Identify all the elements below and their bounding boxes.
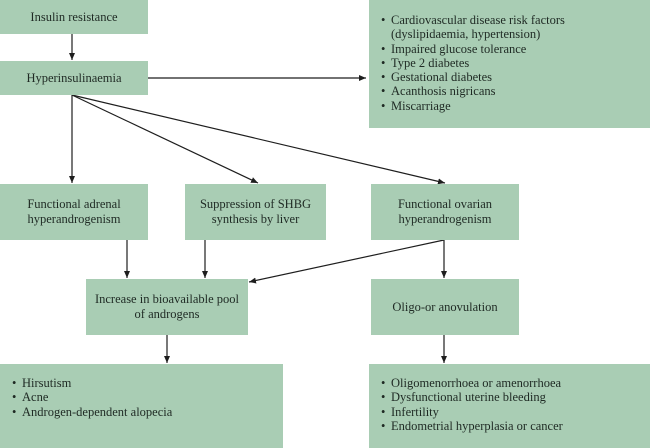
ovulatory-effects-list: Oligomenorrhoea or amenorrhoea Dysfuncti… <box>381 376 650 433</box>
arrow-ovarian-to-increase <box>248 239 445 284</box>
list-item: Gestational diabetes <box>381 70 650 85</box>
node-increase-bioavailable-androgens: Increase in bioavailable pool of androge… <box>86 279 248 335</box>
list-item: Acne <box>12 390 283 405</box>
node-oligo-anovulation: Oligo-or anovulation <box>371 279 519 335</box>
list-item-continuation: (dyslipidaemia, hypertension) <box>391 27 541 42</box>
node-insulin-resistance: Insulin resistance <box>0 0 148 34</box>
list-item: Androgen-dependent alopecia <box>12 405 283 420</box>
node-ovulatory-effects: Oligomenorrhoea or amenorrhoea Dysfuncti… <box>369 364 650 448</box>
node-androgen-effects: Hirsutism Acne Androgen-dependent alopec… <box>0 364 283 448</box>
list-item: Endometrial hyperplasia or cancer <box>381 419 650 434</box>
list-item: Impaired glucose tolerance <box>381 42 650 57</box>
arrow-hyperinsulinaemia-to-shbg <box>71 94 259 184</box>
list-item: Cardiovascular disease risk factors <box>381 13 650 28</box>
list-item: Type 2 diabetes <box>381 56 650 71</box>
androgen-effects-list: Hirsutism Acne Androgen-dependent alopec… <box>12 376 283 419</box>
node-label: Hyperinsulinaemia <box>26 70 122 85</box>
list-item: Dysfunctional uterine bleeding <box>381 390 650 405</box>
node-label: Insulin resistance <box>30 9 118 24</box>
node-suppression-shbg: Suppression of SHBG synthesis by liver <box>185 184 326 240</box>
list-item: Acanthosis nigricans <box>381 84 650 99</box>
node-functional-ovarian-hyperandrogenism: Functional ovarian hyperandrogenism <box>371 184 519 240</box>
node-label: Functional ovarian hyperandrogenism <box>397 197 493 226</box>
node-functional-adrenal-hyperandrogenism: Functional adrenal hyperandrogenism <box>0 184 148 240</box>
list-item: Miscarriage <box>381 99 650 114</box>
list-item: Hirsutism <box>12 376 283 391</box>
node-label: Oligo-or anovulation <box>392 299 498 314</box>
metabolic-consequences-list: Cardiovascular disease risk factors (dys… <box>381 13 650 113</box>
node-label: Suppression of SHBG synthesis by liver <box>199 197 312 226</box>
node-hyperinsulinaemia: Hyperinsulinaemia <box>0 61 148 95</box>
node-metabolic-consequences: Cardiovascular disease risk factors (dys… <box>369 0 650 128</box>
list-item: Oligomenorrhoea or amenorrhoea <box>381 376 650 391</box>
node-label: Increase in bioavailable pool of androge… <box>94 292 240 321</box>
node-label: Functional adrenal hyperandrogenism <box>27 197 121 226</box>
list-item: Infertility <box>381 405 650 420</box>
